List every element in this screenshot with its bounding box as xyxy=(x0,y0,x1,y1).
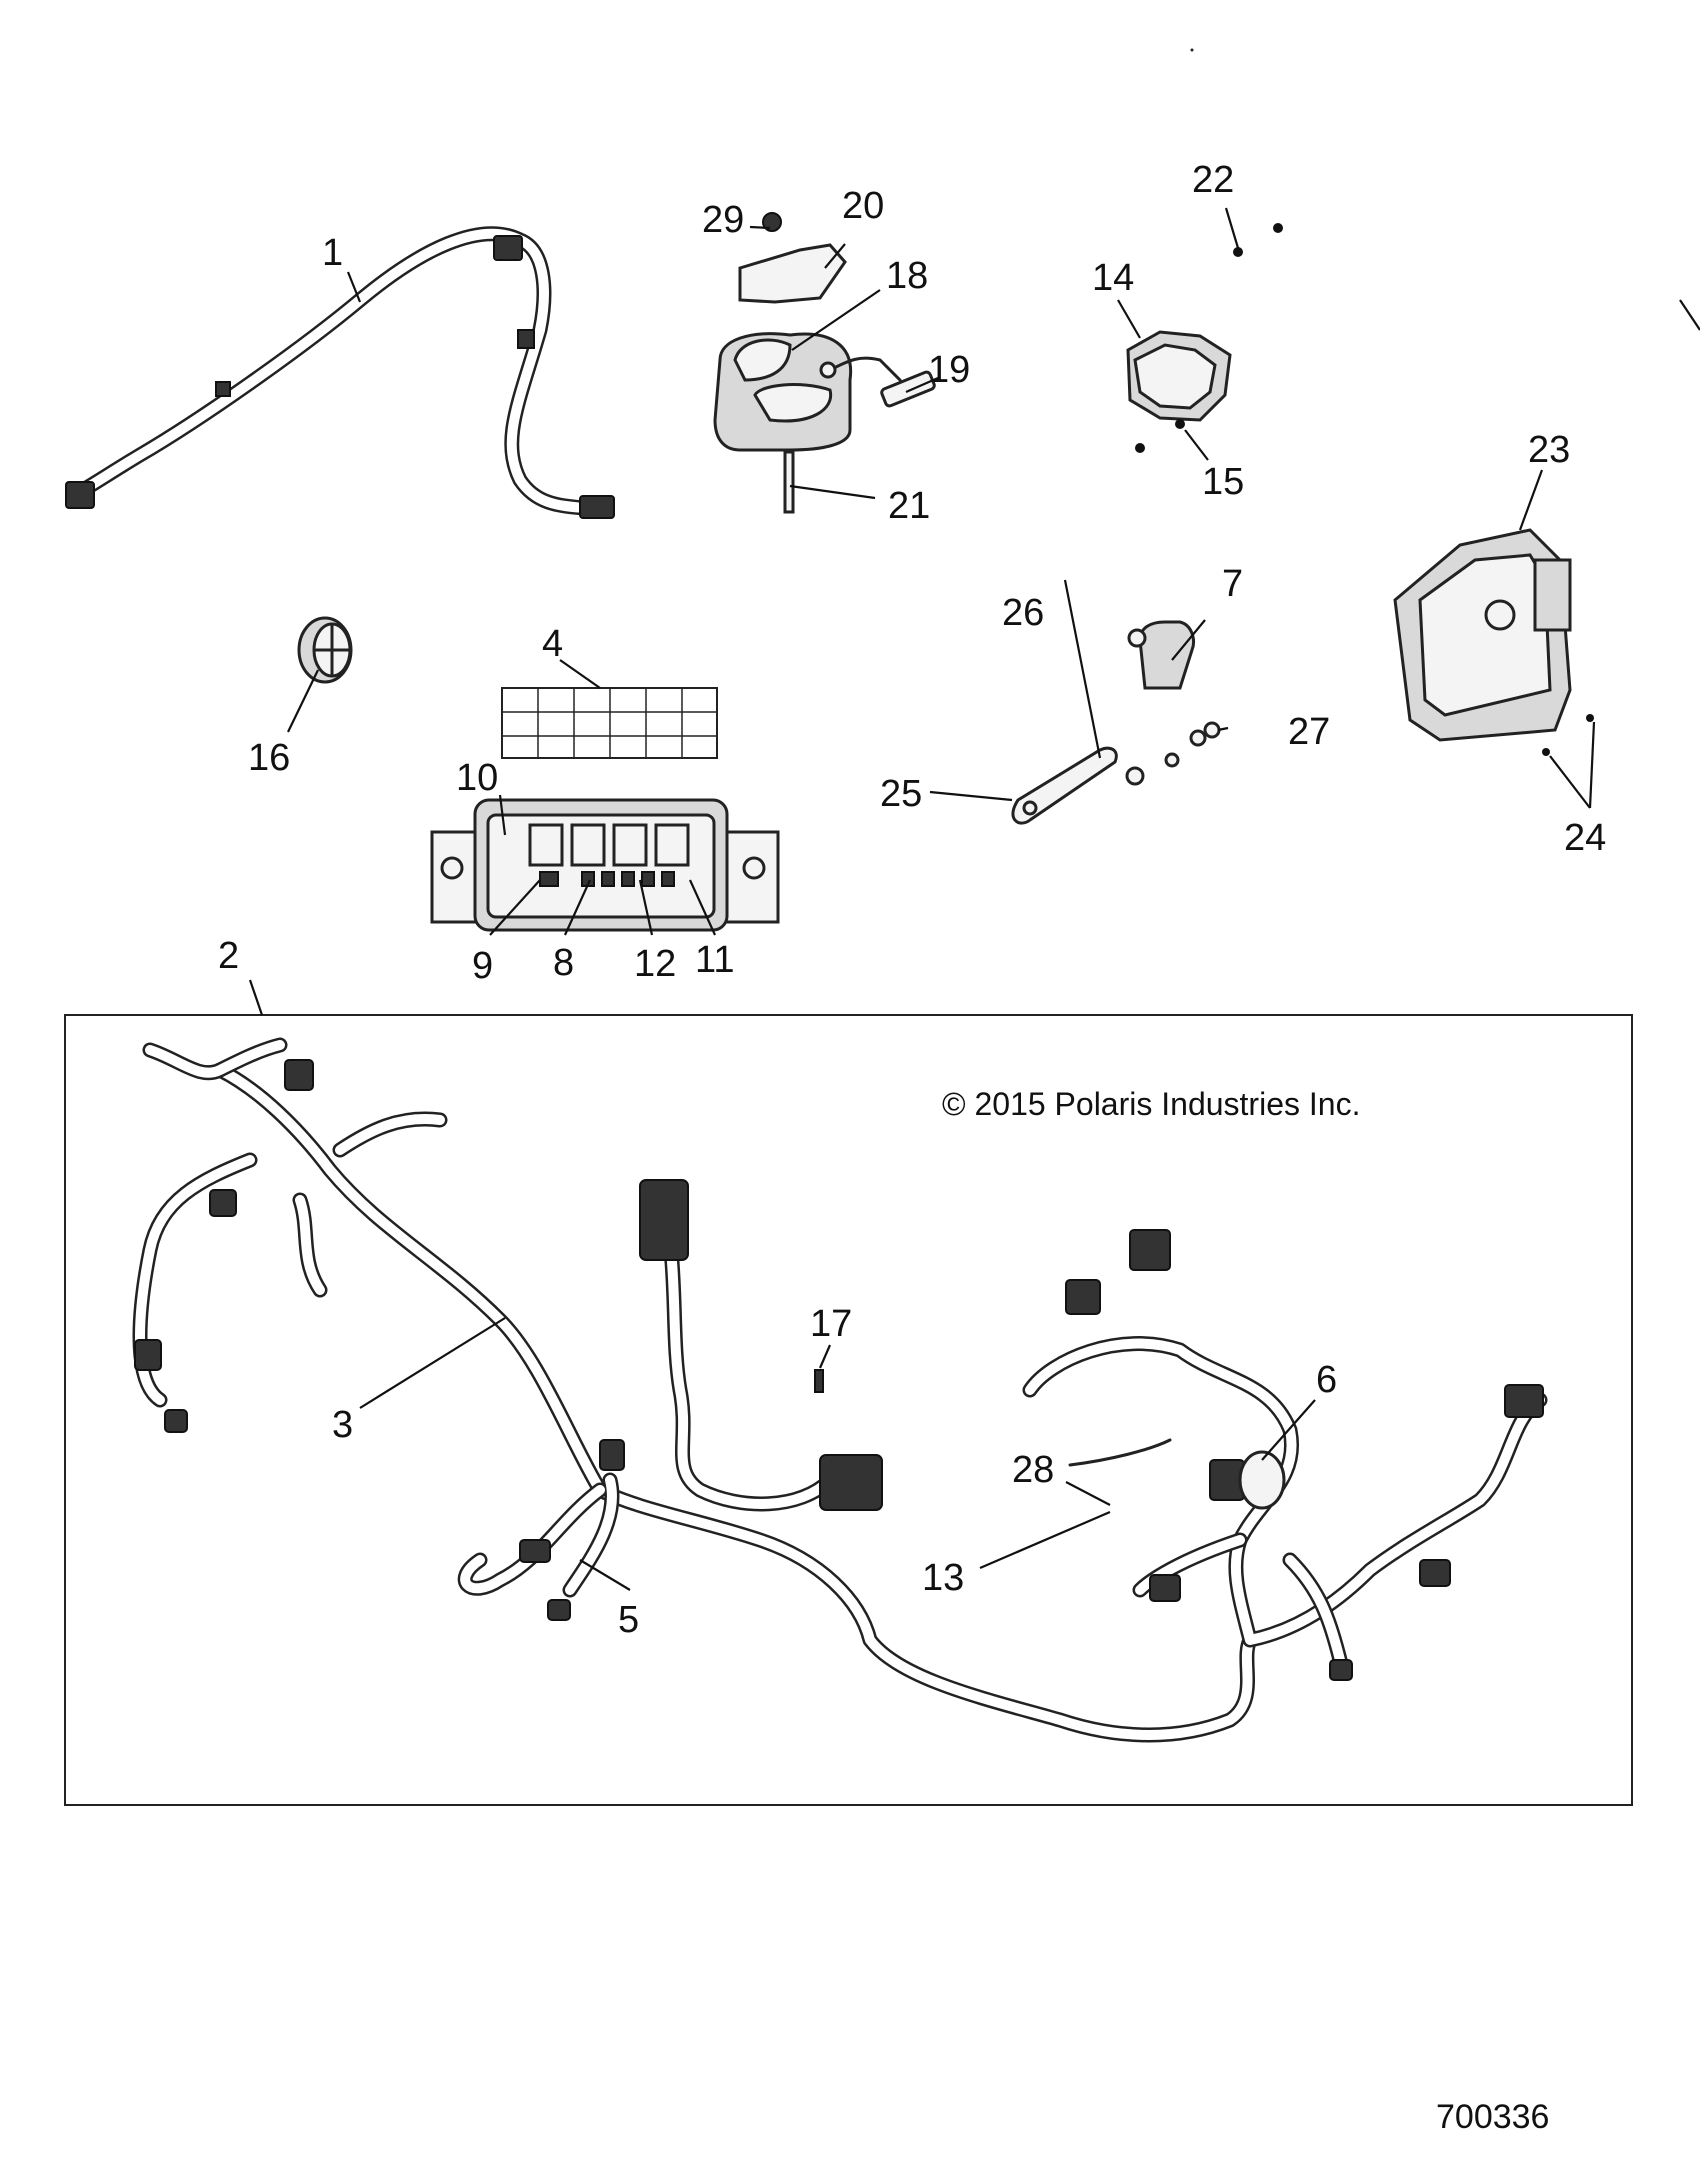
callout-26: 26 xyxy=(1002,592,1044,634)
main-harness-frame xyxy=(64,1014,1633,1806)
callout-14: 14 xyxy=(1092,257,1134,299)
callout-1: 1 xyxy=(322,232,343,274)
fuse-box-10 xyxy=(430,798,780,932)
callout-19: 19 xyxy=(928,349,970,391)
callout-2: 2 xyxy=(218,935,239,977)
ecu-module xyxy=(1190,48,1700,756)
callout-3: 3 xyxy=(332,1404,353,1446)
callout-24: 24 xyxy=(1564,817,1606,859)
callout-16: 16 xyxy=(248,737,290,779)
control-module-14 xyxy=(1126,330,1232,453)
leader-lines xyxy=(248,207,1596,1591)
copyright-notice: © 2015 Polaris Industries Inc. xyxy=(942,1086,1360,1122)
callout-18: 18 xyxy=(886,255,928,297)
callout-27: 27 xyxy=(1288,711,1330,753)
callout-9: 9 xyxy=(472,945,493,987)
diagram-reference-number: 700336 xyxy=(1436,2098,1549,2136)
relay-bracket-assembly xyxy=(713,212,936,514)
grommet-16 xyxy=(297,616,353,684)
callout-21: 21 xyxy=(888,485,930,527)
callout-8: 8 xyxy=(553,942,574,984)
callout-4: 4 xyxy=(542,623,563,665)
callout-22: 22 xyxy=(1192,159,1234,201)
callout-12: 12 xyxy=(634,943,676,985)
callout-25: 25 xyxy=(880,773,922,815)
callout-15: 15 xyxy=(1202,461,1244,503)
callout-17: 17 xyxy=(810,1303,852,1345)
fuse-label-card xyxy=(501,687,718,759)
rear-wire-harness xyxy=(65,226,615,519)
screw-dots xyxy=(1233,223,1283,257)
callout-labels: 1 2 3 4 5 6 7 8 9 10 11 12 13 14 15 16 1… xyxy=(218,159,1606,1641)
callout-5: 5 xyxy=(618,1599,639,1641)
callout-28: 28 xyxy=(1012,1449,1054,1491)
main-wire-harness xyxy=(132,1037,1548,1743)
callout-13: 13 xyxy=(922,1557,964,1599)
callout-20: 20 xyxy=(842,185,884,227)
callout-7: 7 xyxy=(1222,563,1243,605)
sensor-bracket-group xyxy=(1011,620,1221,825)
callout-6: 6 xyxy=(1316,1359,1337,1401)
callout-11: 11 xyxy=(695,939,734,981)
callout-29: 29 xyxy=(702,199,744,241)
callout-23: 23 xyxy=(1528,429,1570,471)
callout-10: 10 xyxy=(456,757,498,799)
